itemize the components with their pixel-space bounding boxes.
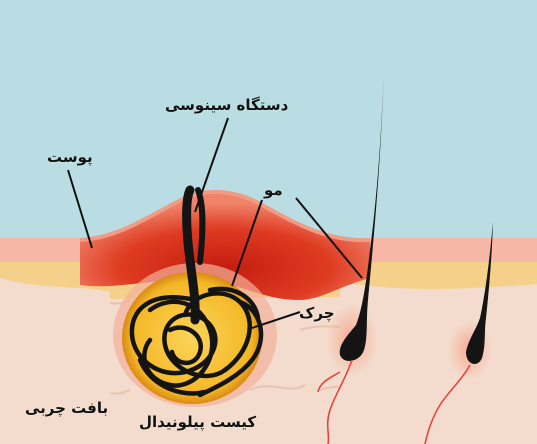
label-pus: چرک (299, 306, 335, 321)
label-fatty-tissue: بافت چربی (25, 401, 108, 416)
label-hair: مو (264, 183, 283, 198)
tissue-under-band (0, 278, 110, 444)
label-pilonidal-cyst: کیست پیلونیدال (139, 415, 256, 430)
label-sinus-tract: دستگاه سینوسی (165, 98, 288, 113)
label-skin: پوست (47, 150, 93, 165)
